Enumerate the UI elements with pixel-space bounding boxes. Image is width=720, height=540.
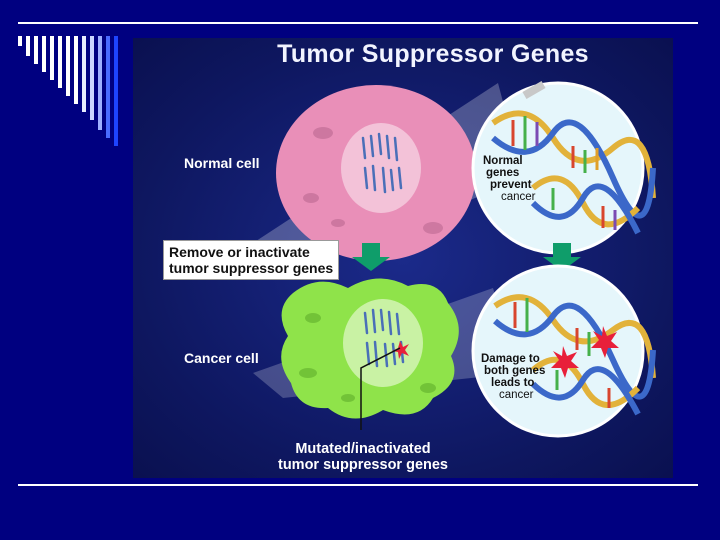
cancer-cell-nucleus bbox=[343, 299, 423, 387]
normal-cell-nucleus bbox=[341, 123, 421, 213]
normal-cell-label: Normal cell bbox=[184, 155, 259, 171]
normal-genes-text: Normal genes prevent cancer bbox=[483, 155, 536, 203]
tumor-suppressor-figure: Tumor Suppressor Genes bbox=[133, 38, 673, 478]
bottom-caption: Mutated/inactivated tumor suppressor gen… bbox=[263, 441, 463, 473]
action-label-line-1: Remove or inactivate bbox=[169, 244, 333, 260]
action-label-box: Remove or inactivate tumor suppressor ge… bbox=[163, 240, 339, 280]
damage-text: Damage to both genes leads to cancer bbox=[481, 353, 545, 401]
cancer-cell-label: Cancer cell bbox=[184, 350, 259, 366]
action-label-line-2: tumor suppressor genes bbox=[169, 260, 333, 276]
damaged-dna-magnified bbox=[473, 266, 643, 436]
bottom-divider-line bbox=[18, 484, 698, 486]
top-divider-line bbox=[18, 22, 698, 24]
